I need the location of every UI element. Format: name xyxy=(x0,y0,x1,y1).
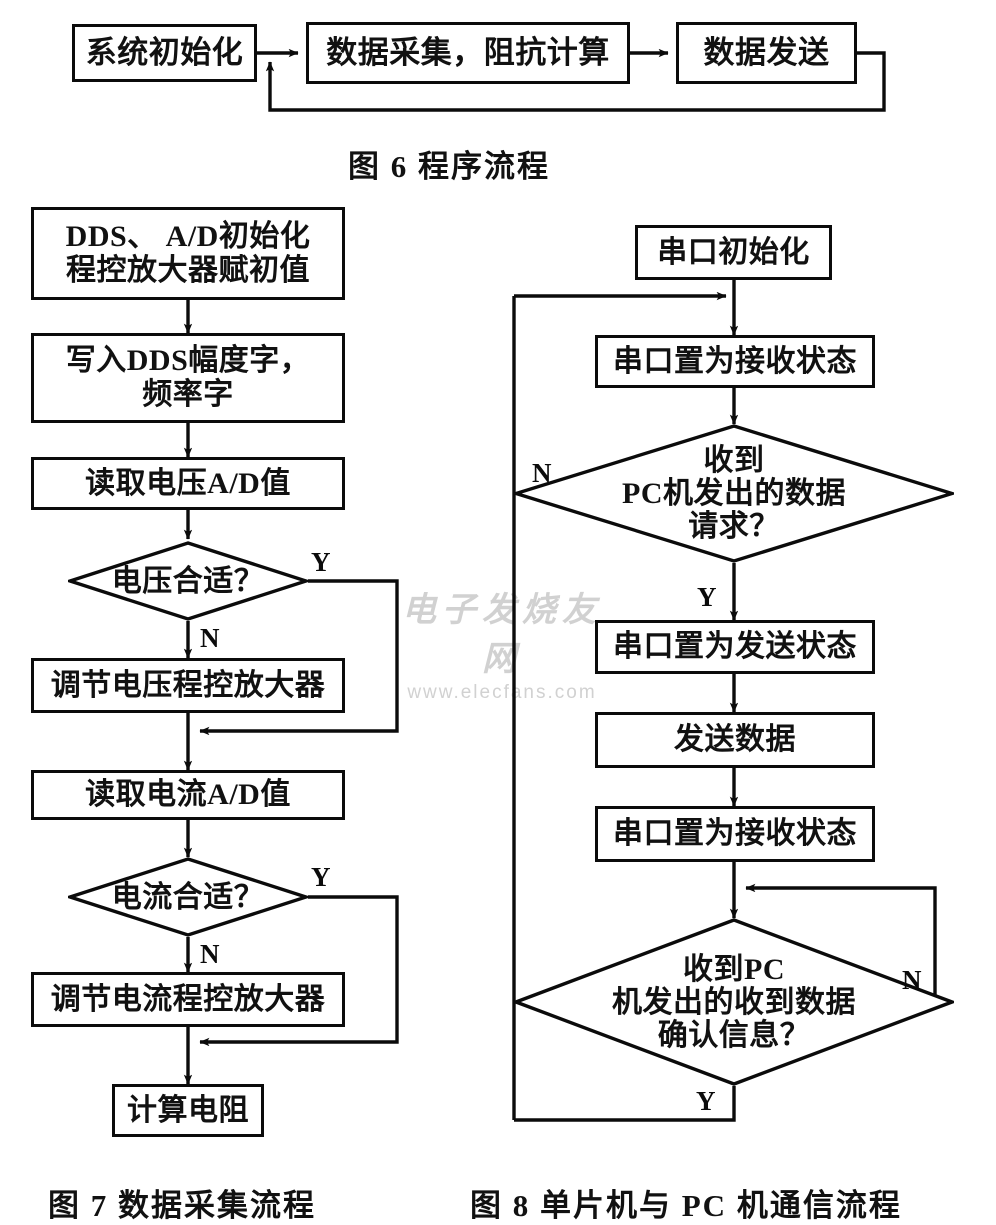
figure7-node-adjust-current-amp[interactable]: 调节电流程控放大器 xyxy=(31,972,345,1027)
figure7-node-voltage-ok[interactable]: 电压合适？ xyxy=(68,541,308,621)
figure7-node-voltage-ok-label: 电压合适？ xyxy=(111,564,265,598)
watermark-main-text: 电子发烧友网 xyxy=(402,592,602,678)
figure7-node-current-ok-label: 电流合适？ xyxy=(111,880,265,914)
figure7-node-read-voltage-ad-label: 读取电压A/D值 xyxy=(85,466,291,500)
figure7-branch-current-no: N xyxy=(200,939,220,969)
figure8-node-serial-set-receive-1-label: 串口置为接收状态 xyxy=(613,344,857,378)
figure7-node-read-current-ad[interactable]: 读取电流A/D值 xyxy=(31,770,345,820)
figure7-node-compute-resistance[interactable]: 计算电阻 xyxy=(112,1084,264,1137)
figure7-node-write-dds-words-label: 写入DDS幅度字， 频率字 xyxy=(65,344,311,411)
figure6-node-send-data-label: 数据发送 xyxy=(703,34,830,70)
figure7-node-write-dds-words[interactable]: 写入DDS幅度字， 频率字 xyxy=(31,333,345,423)
figure8-node-got-pc-ack-label: 收到PC 机发出的收到数据 确认信息？ xyxy=(612,952,856,1052)
figure8-node-serial-set-receive-2[interactable]: 串口置为接收状态 xyxy=(595,806,875,862)
figure8-branch-request-no: N xyxy=(532,458,552,488)
figure6-node-sys-init[interactable]: 系统初始化 xyxy=(72,24,257,82)
figure7-node-current-ok[interactable]: 电流合适？ xyxy=(68,857,308,937)
figure8-node-send-data[interactable]: 发送数据 xyxy=(595,712,875,768)
site-watermark: 电子发烧友网 www.elecfans.com xyxy=(392,582,612,704)
figure7-branch-voltage-no: N xyxy=(200,623,220,653)
figure8-node-serial-set-send-label: 串口置为发送状态 xyxy=(613,630,857,664)
figure8-node-send-data-label: 发送数据 xyxy=(674,723,796,757)
figure8-branch-request-yes: Y xyxy=(697,582,717,612)
figure7-branch-current-yes: Y xyxy=(311,862,331,892)
figure8-node-serial-set-receive-1[interactable]: 串口置为接收状态 xyxy=(595,335,875,388)
figure6-node-acquire-compute[interactable]: 数据采集，阻抗计算 xyxy=(306,22,630,84)
figure6-node-sys-init-label: 系统初始化 xyxy=(85,34,244,70)
figure7-node-dds-ad-init-label: DDS、 A/D初始化 程控放大器赋初值 xyxy=(65,219,311,287)
figure6-node-acquire-compute-label: 数据采集，阻抗计算 xyxy=(326,34,610,70)
figure6-caption: 图 6 程序流程 xyxy=(348,149,550,184)
figure8-node-serial-set-send[interactable]: 串口置为发送状态 xyxy=(595,620,875,674)
figure8-node-serial-set-receive-2-label: 串口置为接收状态 xyxy=(613,817,857,851)
figure7-caption: 图 7 数据采集流程 xyxy=(48,1188,316,1223)
figure7-node-compute-resistance-label: 计算电阻 xyxy=(127,1093,249,1127)
figure6-node-send-data[interactable]: 数据发送 xyxy=(676,22,857,84)
figure7-branch-voltage-yes: Y xyxy=(311,547,331,577)
figure8-node-serial-init-label: 串口初始化 xyxy=(657,235,810,269)
watermark-sub-text: www.elecfans.com xyxy=(407,682,597,703)
figure7-node-read-voltage-ad[interactable]: 读取电压A/D值 xyxy=(31,457,345,510)
figure8-branch-ack-yes: Y xyxy=(696,1086,716,1116)
figure8-node-serial-init[interactable]: 串口初始化 xyxy=(635,225,832,280)
figure8-caption: 图 8 单片机与 PC 机通信流程 xyxy=(470,1188,902,1223)
figure8-node-got-pc-request-label: 收到 PC机发出的数据 请求？ xyxy=(622,444,846,543)
figure8-branch-ack-no: N xyxy=(902,965,922,995)
figure7-node-adjust-voltage-amp-label: 调节电压程控放大器 xyxy=(50,668,326,702)
figure7-node-dds-ad-init[interactable]: DDS、 A/D初始化 程控放大器赋初值 xyxy=(31,207,345,300)
figure8-node-got-pc-ack[interactable]: 收到PC 机发出的收到数据 确认信息？ xyxy=(514,918,954,1086)
figure7-node-read-current-ad-label: 读取电流A/D值 xyxy=(85,778,291,812)
figure8-node-got-pc-request[interactable]: 收到 PC机发出的数据 请求？ xyxy=(514,424,954,563)
figure7-node-adjust-current-amp-label: 调节电流程控放大器 xyxy=(50,982,326,1016)
figure7-node-adjust-voltage-amp[interactable]: 调节电压程控放大器 xyxy=(31,658,345,713)
